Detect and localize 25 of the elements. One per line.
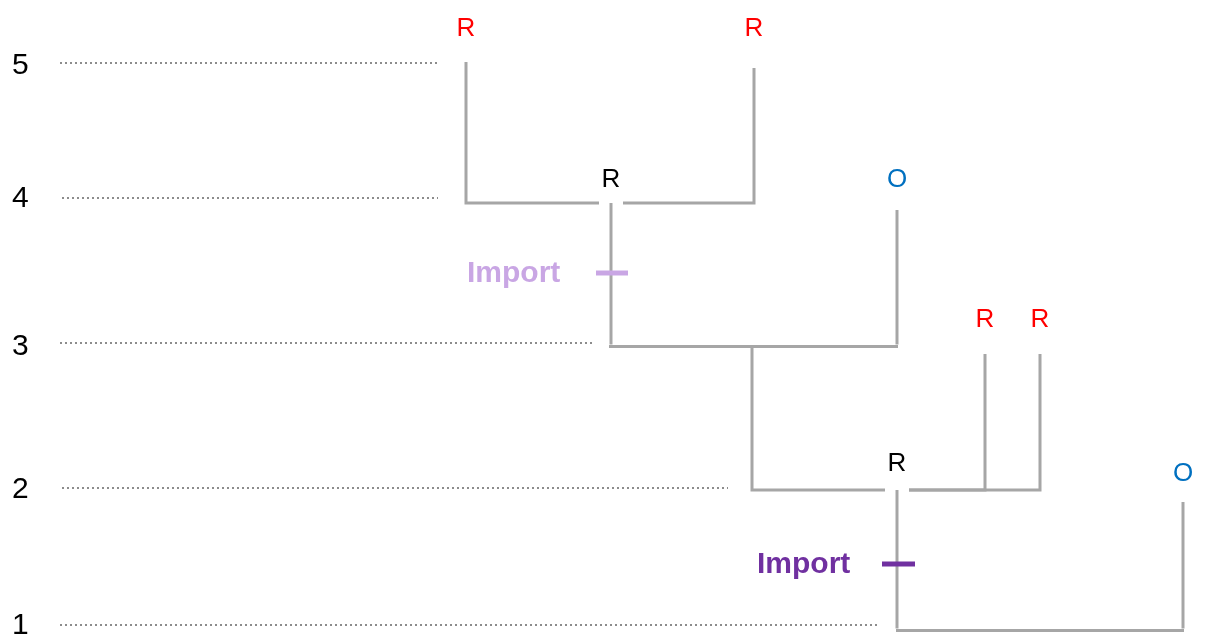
level-number: 5 — [12, 47, 29, 81]
import-label: Import — [757, 546, 851, 580]
tree-branch — [1181, 502, 1185, 629]
level-number: 4 — [12, 180, 29, 214]
tree-branch — [464, 62, 599, 205]
level-number: 3 — [12, 328, 29, 362]
level-number: 1 — [12, 607, 29, 639]
branch-bar — [896, 628, 1184, 632]
tip-label: R — [973, 303, 997, 354]
tree-branch — [909, 354, 1042, 492]
tip-label: R — [742, 12, 766, 68]
tree-branch — [623, 68, 756, 205]
tip-label: R — [885, 447, 909, 490]
tip-label: O — [1171, 457, 1195, 502]
tree-branch — [609, 203, 613, 345]
tip-label: R — [454, 12, 478, 62]
tree-branch — [750, 347, 885, 492]
tree-branch — [895, 490, 899, 629]
tip-label: O — [885, 163, 909, 210]
tip-label: R — [1028, 303, 1052, 354]
level-number: 2 — [12, 471, 29, 505]
import-label: Import — [467, 255, 561, 289]
tree-branch — [895, 210, 899, 345]
branch-bar — [609, 344, 898, 348]
tip-label: R — [599, 163, 623, 203]
